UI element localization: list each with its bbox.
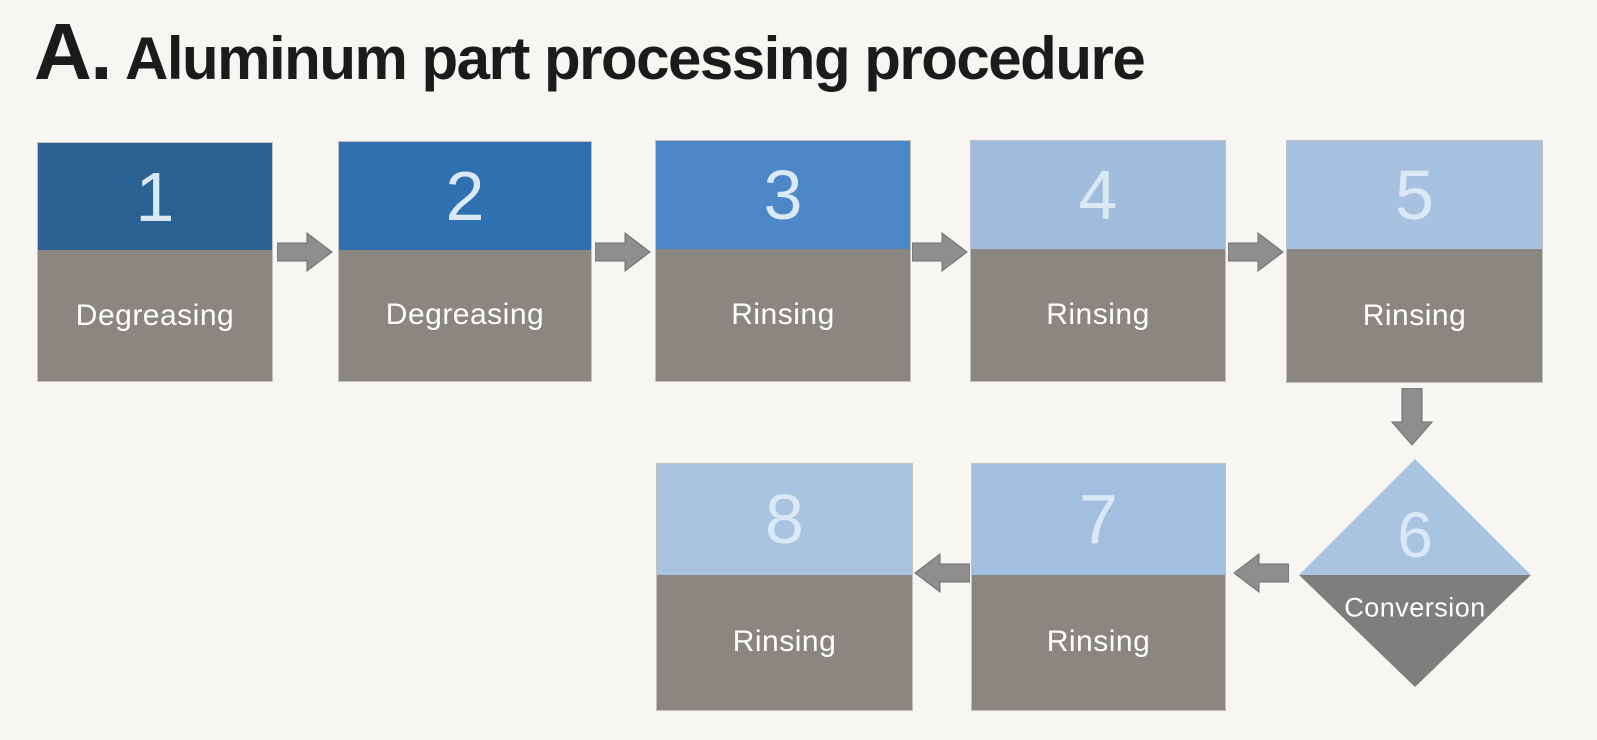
step-3-label-panel: Rinsing (656, 249, 910, 381)
step-6-label: Conversion (1344, 592, 1486, 623)
step-8-label-panel: Rinsing (657, 574, 912, 710)
step-5-label-panel: Rinsing (1287, 249, 1542, 382)
arrow-right-icon (1228, 232, 1284, 272)
step-4-label: Rinsing (1046, 298, 1150, 331)
step-8-phase-panel: 8 (657, 464, 912, 575)
step-7-phase-panel: 7 (972, 464, 1225, 575)
step-node-7: 7 Rinsing (972, 464, 1225, 710)
step-node-1: 1 Degreasing (38, 143, 272, 381)
step-4-number: 4 (1078, 156, 1118, 234)
step-6-number: 6 (1397, 499, 1433, 571)
step-5-label: Rinsing (1362, 298, 1467, 332)
step-1-phase-panel: 1 (38, 143, 272, 251)
step-7-label: Rinsing (1046, 625, 1151, 659)
step-3-number: 3 (763, 156, 803, 234)
step-node-5: 5 Rinsing (1287, 141, 1542, 382)
step-2-number: 2 (445, 156, 485, 235)
step-1-label-panel: Degreasing (38, 250, 272, 381)
arrow-left-icon (1233, 553, 1289, 593)
title-text: Aluminum part processing procedure (125, 25, 1146, 92)
step-7-label-panel: Rinsing (972, 574, 1225, 710)
step-node-4: 4 Rinsing (971, 141, 1225, 381)
step-1-label: Degreasing (75, 298, 235, 332)
step-8-label: Rinsing (732, 625, 837, 659)
title-panel-letter: A. (34, 7, 113, 96)
step-node-3: 3 Rinsing (656, 141, 910, 381)
step-4-phase-panel: 4 (971, 141, 1225, 249)
step-4-label-panel: Rinsing (971, 249, 1225, 381)
arrow-left-icon (914, 553, 970, 593)
step-2-label-panel: Degreasing (339, 249, 591, 381)
step-node-2: 2 Degreasing (339, 142, 591, 381)
step-7-number: 7 (1079, 480, 1118, 559)
step-5-number: 5 (1395, 156, 1434, 235)
step-1-number: 1 (135, 157, 175, 236)
step-8-number: 8 (765, 480, 804, 559)
arrow-right-icon (277, 232, 333, 272)
step-3-label: Rinsing (731, 298, 835, 331)
step-2-label: Degreasing (385, 298, 545, 332)
arrow-right-icon (595, 232, 651, 272)
step-node-6: 6 Conversion (1298, 458, 1532, 688)
arrow-down-icon (1391, 388, 1433, 446)
step-3-phase-panel: 3 (656, 141, 910, 249)
step-2-phase-panel: 2 (339, 142, 591, 250)
arrow-right-icon (912, 232, 968, 272)
diamond-shape (1299, 459, 1531, 687)
step-node-8: 8 Rinsing (657, 464, 912, 710)
step-5-phase-panel: 5 (1287, 141, 1542, 250)
page-title: A. Aluminum part processing procedure (34, 7, 1146, 96)
